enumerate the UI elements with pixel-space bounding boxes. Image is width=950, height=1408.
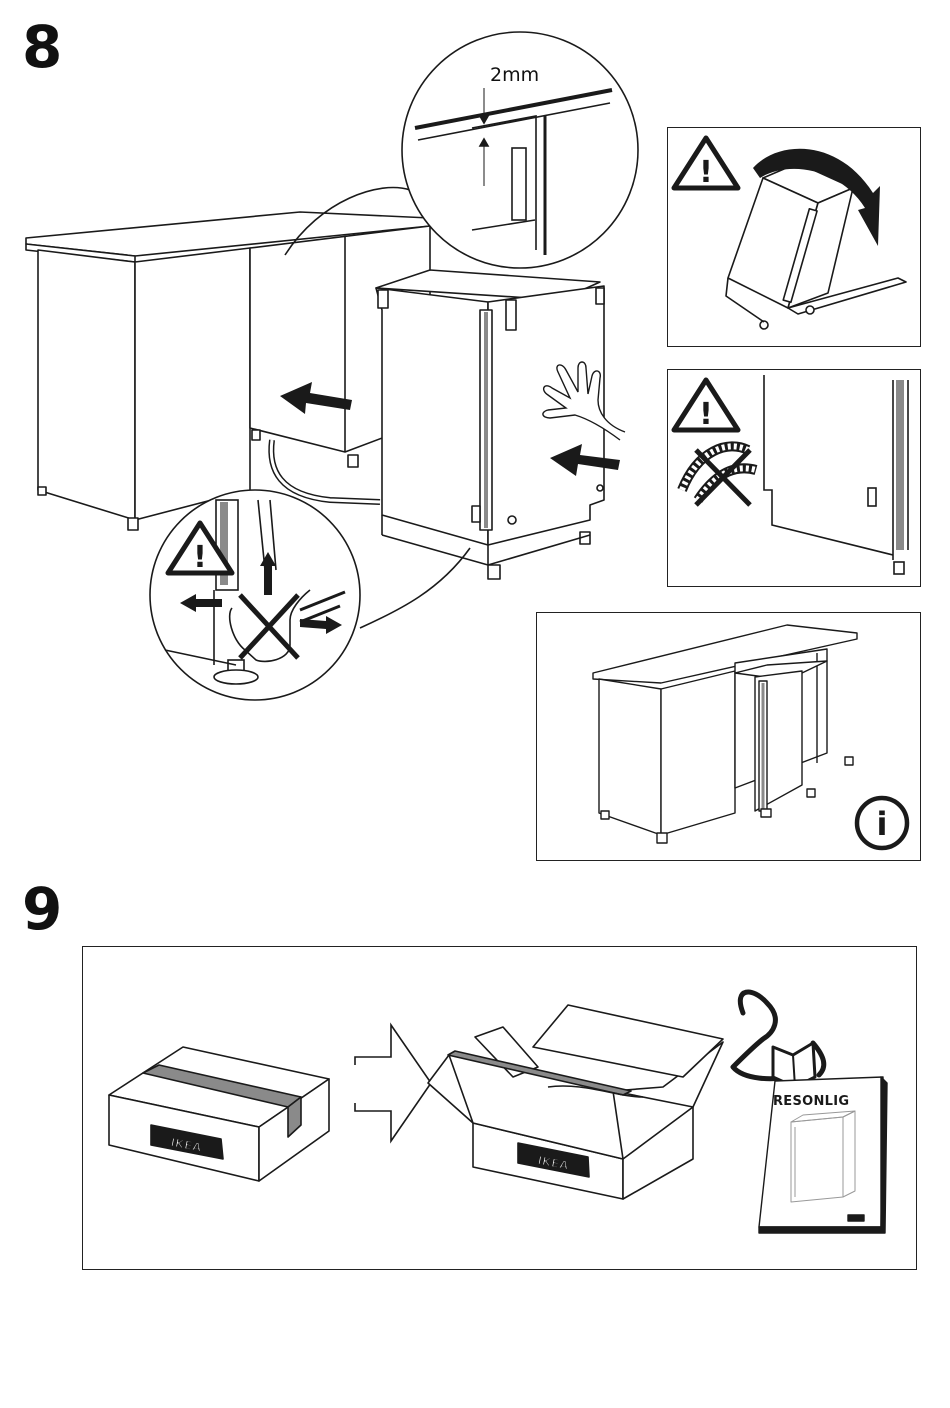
gap-measurement-label: 2mm: [490, 64, 539, 86]
open-ikea-box: IKEA: [428, 1005, 723, 1199]
svg-text:!: !: [699, 155, 713, 190]
step-number-9: 9: [22, 880, 61, 938]
svg-text:i: i: [877, 805, 888, 843]
info-circle-icon: i: [857, 798, 907, 848]
person-reading-icon: [733, 992, 824, 1087]
panel-unpack-and-read-manual: IKEA IKEA: [82, 946, 917, 1270]
warning-triangle-icon: !: [674, 380, 738, 432]
panel-installed-result: i: [536, 612, 921, 861]
warning-glyph: !: [193, 540, 207, 575]
panel-hose-warning: !: [667, 369, 921, 587]
svg-text:!: !: [699, 397, 713, 432]
warning-triangle-icon: !: [674, 138, 738, 190]
panel-tilt-warning: !: [667, 127, 921, 347]
manual-title: RESONLIG: [773, 1094, 849, 1109]
closed-ikea-box: IKEA: [109, 1047, 329, 1181]
